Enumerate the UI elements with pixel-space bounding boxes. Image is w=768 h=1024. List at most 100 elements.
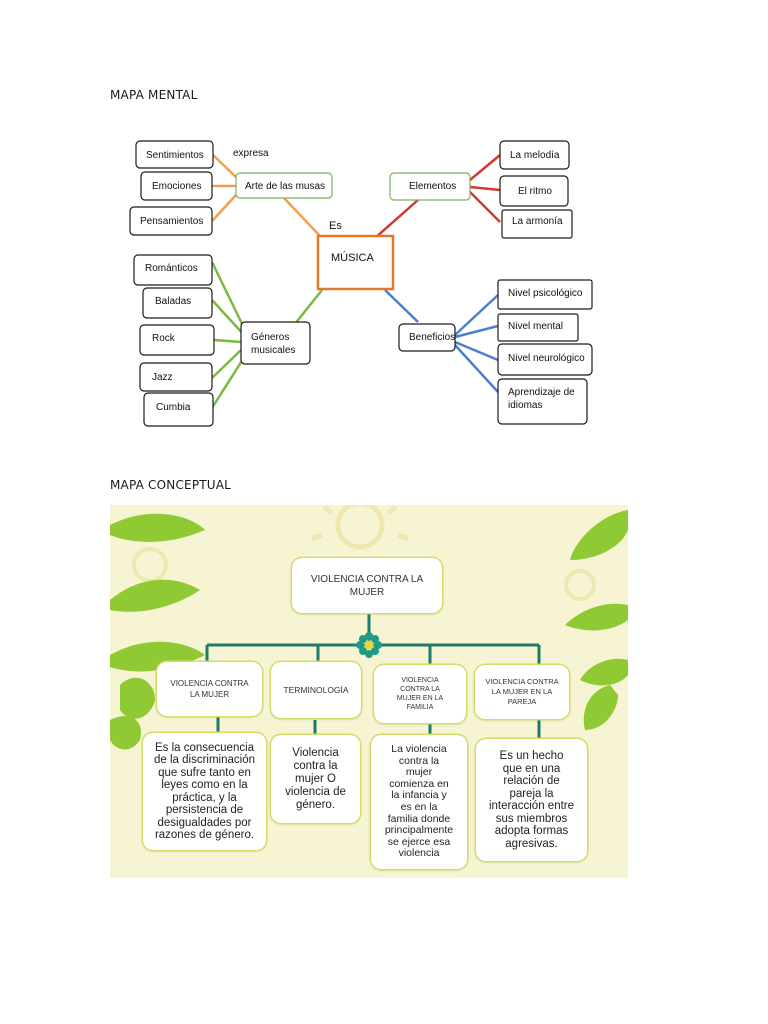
- category-node: VIOLENCIA CONTRA LA MUJER EN LA FAMILIA: [374, 665, 466, 723]
- description-node: Es la consecuencia de la discriminación …: [143, 733, 266, 850]
- description-line: pareja la: [509, 787, 554, 800]
- concept-map: VIOLENCIA CONTRA LA MUJER VIOLENCIA CONT…: [110, 505, 628, 878]
- beneficios-item-line: Aprendizaje de: [508, 387, 575, 398]
- generos-item: Cumbia: [156, 402, 191, 413]
- category-line: LA MUJER: [189, 690, 230, 699]
- generos-item-box: [139, 362, 213, 392]
- arte-item-box: [129, 206, 213, 236]
- description-line: agresivas.: [505, 837, 558, 850]
- category-line: PAREJA: [507, 697, 537, 706]
- elementos-item-box: [499, 175, 569, 207]
- orange-connectors: [211, 154, 321, 237]
- generos-item: Románticos: [145, 263, 198, 274]
- description-line: mujer O: [295, 772, 336, 785]
- description-line: se ejerce esa: [387, 835, 451, 848]
- description-line: persistencia de: [165, 804, 244, 816]
- arte-node: [235, 172, 333, 199]
- elementos-item-box: [499, 140, 570, 170]
- elementos-item: La melodía: [510, 150, 560, 161]
- generos-item: Baladas: [155, 296, 191, 307]
- mind-map-heading: MAPA MENTAL: [110, 88, 198, 102]
- description-line: violencia de: [285, 785, 346, 798]
- expresa-label: expresa: [233, 148, 269, 159]
- red-connectors: [374, 154, 501, 239]
- description-line: Es la consecuencia: [154, 741, 255, 754]
- generos-item-box: [139, 324, 215, 356]
- generos-item: Jazz: [152, 372, 173, 383]
- generos-item: Rock: [152, 333, 176, 344]
- beneficios-node: [398, 323, 456, 352]
- elementos-item-box: [501, 209, 573, 239]
- description-line: contra la: [293, 759, 338, 772]
- description-line: Violencia: [292, 746, 339, 759]
- center-box: [316, 234, 395, 291]
- description-line: género.: [295, 798, 335, 811]
- root-line: MUJER: [349, 586, 385, 598]
- arte-label: Arte de las musas: [245, 181, 325, 192]
- category-line: TERMINOLOGÍA: [283, 684, 349, 695]
- description-line: desigualdades por: [157, 816, 252, 829]
- description-line: violencia: [398, 847, 440, 860]
- description-line: que en una: [502, 762, 561, 775]
- category-node: VIOLENCIA CONTRA LA MUJER EN LA PAREJA: [475, 665, 569, 719]
- category-node: TERMINOLOGÍA: [271, 662, 361, 718]
- description-node: La violencia contra la mujer comienza en…: [371, 735, 467, 869]
- beneficios-item-box: [497, 313, 579, 342]
- description-line: práctica, y la: [172, 791, 237, 804]
- description-line: que sufre tanto en: [158, 766, 251, 779]
- category-line: LA MUJER EN LA: [491, 687, 553, 696]
- arte-item-box: [135, 140, 214, 169]
- description-line: relación de: [503, 775, 560, 787]
- es-label: Es: [329, 220, 342, 232]
- elementos-item: El ritmo: [518, 186, 552, 197]
- description-node: Violencia contra la mujer O violencia de…: [271, 735, 360, 823]
- category-line: CONTRA LA: [400, 686, 440, 693]
- category-line: MUJER EN LA: [396, 695, 444, 702]
- generos-item-box: [142, 287, 213, 319]
- arte-item: Pensamientos: [140, 216, 203, 227]
- generos-label-line: Géneros: [251, 332, 289, 343]
- description-line: Es un hecho: [499, 750, 564, 762]
- elementos-item: La armonía: [512, 216, 563, 227]
- category-node: VIOLENCIA CONTRA LA MUJER: [157, 662, 262, 716]
- beneficios-item-box: [497, 378, 588, 425]
- description-line: comienza en: [389, 777, 449, 790]
- category-line: FAMILIA: [406, 704, 434, 711]
- arte-item: Sentimientos: [146, 150, 204, 161]
- description-node: Es un hecho que en una relación de parej…: [476, 739, 587, 861]
- beneficios-item: Nivel neurológico: [508, 353, 585, 364]
- description-line: principalmente: [384, 824, 454, 837]
- description-line: la infancia y: [391, 789, 447, 802]
- blue-connectors: [384, 289, 499, 393]
- arte-item-box: [140, 171, 213, 201]
- leaf-decoration: [110, 505, 628, 750]
- beneficios-label: Beneficios: [409, 332, 455, 343]
- description-line: leyes como en la: [161, 779, 248, 791]
- beneficios-item: Nivel mental: [508, 321, 563, 332]
- description-line: familia donde: [387, 812, 451, 825]
- description-line: razones de género.: [154, 829, 255, 841]
- elementos-label: Elementos: [409, 181, 456, 192]
- center-label: MÚSICA: [331, 251, 374, 264]
- category-line: VIOLENCIA CONTRA: [485, 677, 559, 686]
- leaf-icon: [110, 513, 205, 750]
- beneficios-item-box: [497, 343, 593, 376]
- description-line: mujer: [405, 766, 433, 779]
- root-line: VIOLENCIA CONTRA LA: [310, 573, 424, 585]
- description-line: de la discriminación: [154, 754, 255, 766]
- leaf-icon: [565, 510, 628, 730]
- root-node: VIOLENCIA CONTRA LA MUJER: [292, 558, 442, 613]
- generos-node: [240, 321, 311, 365]
- beneficios-item-box: [497, 279, 593, 310]
- concept-map-heading: MAPA CONCEPTUAL: [110, 478, 232, 492]
- generos-label-line: musicales: [251, 345, 295, 356]
- sun-icon: [311, 505, 409, 550]
- description-line: sus miembros: [495, 812, 568, 825]
- description-line: La violencia: [391, 743, 447, 756]
- generos-item-box: [143, 392, 214, 427]
- elementos-node: [389, 172, 471, 201]
- category-line: VIOLENCIA: [401, 677, 439, 684]
- description-line: adopta formas: [494, 825, 569, 837]
- beneficios-item-line: idiomas: [508, 400, 542, 411]
